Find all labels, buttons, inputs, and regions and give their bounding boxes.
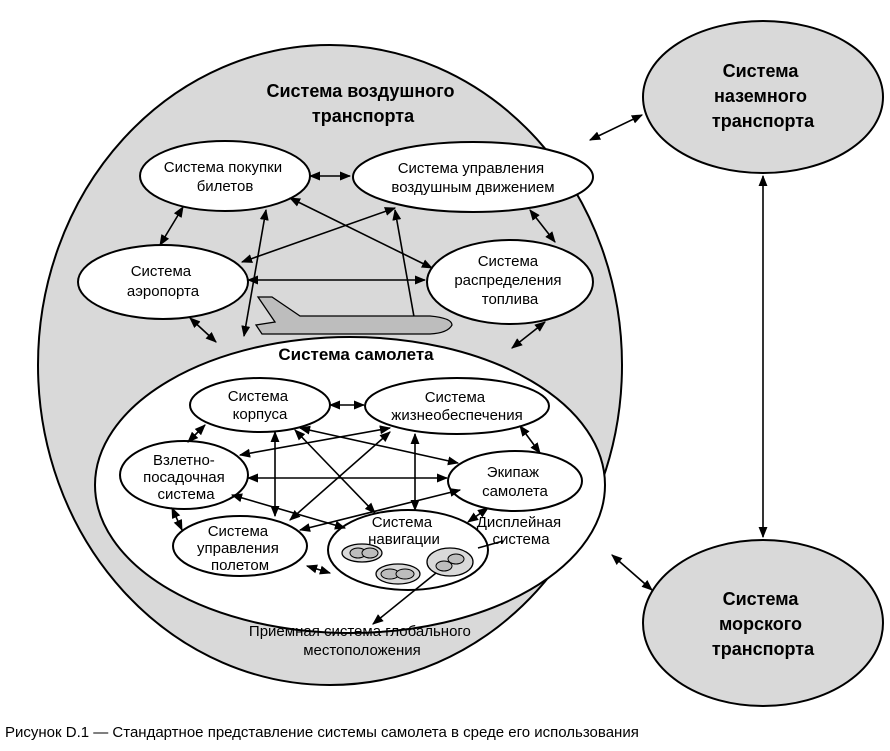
sea-transport-circle [642, 539, 884, 707]
air-transport-title: Система воздушного транспорта [266, 81, 459, 126]
fuel-node [426, 239, 594, 325]
life-support-label: Система жизнеобеспечения [391, 389, 522, 424]
life-support-node [364, 377, 550, 435]
sea-transport-title: Система морского транспорта [712, 589, 815, 659]
tickets-label: Система покупки билетов [164, 159, 287, 195]
aircraft-system-title: Система самолета [278, 345, 434, 364]
flight-control-label: Система управления полетом [197, 523, 283, 574]
airplane-icon [254, 296, 453, 335]
landing-label: Взлетно- посадочная система [143, 452, 229, 503]
ground-transport-circle [642, 20, 884, 174]
airport-label: Система аэропорта [127, 263, 200, 300]
hull-label: Система корпуса [228, 388, 293, 423]
airport-node [77, 244, 249, 320]
gps-label: Приемная система глобального местоположе… [249, 623, 475, 659]
link-air-sea [611, 554, 653, 591]
crew-label: Экипаж самолета [482, 464, 548, 500]
air-links [159, 171, 556, 349]
link-air-ground [588, 114, 644, 141]
crew-node [447, 450, 583, 512]
navigation-subsystems [341, 543, 474, 585]
display-label: Дисплейная система [477, 514, 566, 548]
figure-caption: Рисунок D.1 — Стандартное представление … [5, 724, 639, 741]
ground-transport-title: Система наземного транспорта [712, 61, 815, 131]
atc-node [352, 141, 594, 213]
fuel-label: Система распределения топлива [454, 253, 565, 308]
aircraft-links [171, 400, 541, 625]
tickets-node [139, 140, 311, 212]
hull-node [189, 377, 331, 433]
atc-label: Система управления воздушным движением [391, 160, 554, 196]
navigation-label: Система навигации [368, 514, 440, 548]
